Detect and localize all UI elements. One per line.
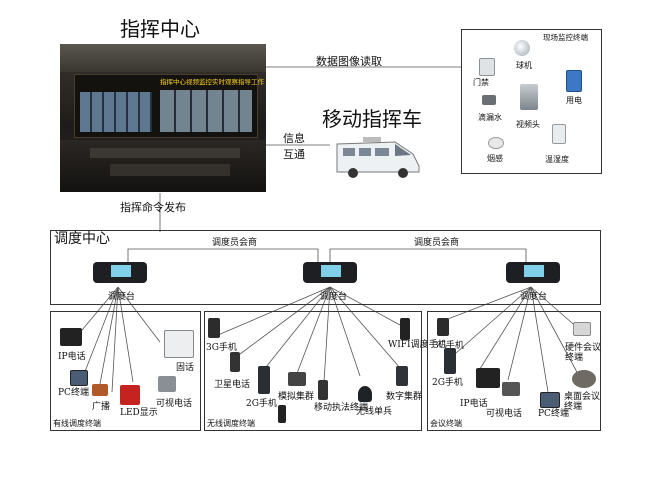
wireless-item-3g: 3G手机	[206, 343, 237, 353]
hardware-meeting-icon	[573, 322, 591, 336]
site-monitoring-title: 现场监控终端	[543, 33, 588, 42]
wireless-item-analog: 模拟集群	[278, 392, 315, 402]
satellite-phone-icon	[230, 352, 240, 372]
wired-item-video-phone: 可视电话	[156, 399, 193, 409]
water-leak-icon	[482, 95, 496, 105]
access-control-icon	[479, 58, 495, 76]
video-phone-icon	[158, 376, 176, 392]
meeting-item-3g: 3G手机	[433, 341, 464, 351]
wireless-item-wifi: WIFI调度手机	[388, 340, 447, 350]
dispatch-console-3	[506, 262, 560, 283]
dispatch-center-box	[50, 230, 601, 305]
phone-2g-icon	[258, 366, 270, 394]
command-center-title: 指挥中心	[120, 17, 200, 41]
walkie-talkie-icon	[278, 405, 286, 423]
info-exchange-label-2: 互通	[283, 148, 305, 161]
wired-item-broadcast: 广播	[92, 402, 111, 412]
site-item-temp-humidity: 温湿度	[545, 155, 569, 164]
meeting-item-video-phone: 可视电话	[486, 409, 523, 419]
led-display-icon	[120, 385, 140, 405]
wired-terminals-box	[50, 311, 201, 431]
dome-camera-icon	[514, 40, 530, 56]
site-item-smoke: 烟感	[487, 154, 503, 163]
command-van-icon	[333, 134, 423, 180]
info-exchange-label-1: 信息	[283, 132, 305, 145]
landline-phone-icon	[164, 330, 194, 358]
meeting-2g-icon	[444, 348, 456, 374]
site-item-water-leak: 滴漏水	[478, 113, 502, 122]
wireless-item-law-enforcement: 移动执法终端	[314, 403, 369, 413]
analog-trunking-icon	[288, 372, 306, 386]
meeting-item-desktop: 桌面会议终端	[564, 392, 601, 412]
command-dispatch-label: 指挥命令发布	[120, 201, 186, 214]
site-item-power: 用电	[566, 96, 582, 105]
wireless-item-soldier: 无线单兵	[356, 407, 393, 417]
wireless-terminals-box	[204, 311, 422, 431]
wired-item-led: LED显示	[120, 408, 158, 418]
site-item-access-control: 门禁	[473, 78, 489, 87]
meeting-item-ip-phone: IP电话	[460, 399, 488, 409]
console-label-3: 调度台	[520, 292, 548, 302]
consult-label-2: 调度员会商	[414, 238, 460, 248]
video-wall-banner: 指挥中心视频监控实时观察指导工作	[160, 78, 264, 86]
meeting-terminals-title: 会议终端	[430, 419, 462, 428]
command-center-photo: 指挥中心视频监控实时观察指导工作	[60, 44, 266, 192]
wired-item-landline: 固话	[176, 363, 195, 373]
meeting-item-2g: 2G手机	[432, 378, 463, 388]
meeting-item-pc: PC终端	[538, 409, 569, 419]
meeting-ip-phone-icon	[476, 368, 500, 388]
ip-phone-icon	[60, 328, 82, 346]
mobile-law-enforcement-icon	[318, 380, 328, 400]
mobile-vehicle-title: 移动指挥车	[322, 107, 422, 131]
meeting-pc-icon	[540, 392, 560, 408]
wireless-item-satellite: 卫星电话	[214, 380, 251, 390]
site-monitoring-box	[461, 29, 602, 174]
wireless-terminals-title: 无线调度终端	[207, 419, 255, 428]
smoke-detector-icon	[488, 137, 504, 149]
dispatch-console-1	[93, 262, 147, 283]
meeting-3g-icon	[437, 318, 449, 336]
console-label-2: 调度台	[320, 292, 348, 302]
dispatch-console-2	[303, 262, 357, 283]
wired-terminals-title: 有线调度终端	[53, 419, 101, 428]
digital-trunking-icon	[396, 366, 408, 386]
console-label-1: 调度台	[108, 292, 136, 302]
wifi-phone-icon	[400, 318, 410, 340]
wireless-item-digital: 数字集群	[386, 392, 423, 402]
pc-terminal-icon	[70, 370, 88, 386]
phone-3g-icon	[208, 318, 220, 338]
power-meter-icon	[566, 70, 582, 92]
desktop-meeting-icon	[572, 370, 596, 388]
wireless-soldier-icon	[358, 386, 372, 402]
wired-item-pc: PC终端	[58, 388, 89, 398]
site-item-dome-camera: 球机	[516, 61, 532, 70]
data-image-read-label: 数据图像读取	[316, 55, 382, 68]
broadcast-icon	[92, 384, 108, 396]
dispatch-center-title: 调度中心	[54, 231, 110, 247]
consult-label-1: 调度员会商	[212, 238, 258, 248]
wireless-item-2g: 2G手机	[246, 399, 277, 409]
site-item-video-camera: 视频头	[516, 120, 540, 129]
meeting-terminals-box	[427, 311, 601, 431]
meeting-video-phone-icon	[502, 382, 520, 396]
meeting-item-hardware: 硬件会议终端	[565, 343, 602, 363]
wired-item-ip-phone: IP电话	[58, 352, 86, 362]
temp-humidity-icon	[552, 124, 566, 144]
video-camera-icon	[520, 84, 538, 110]
